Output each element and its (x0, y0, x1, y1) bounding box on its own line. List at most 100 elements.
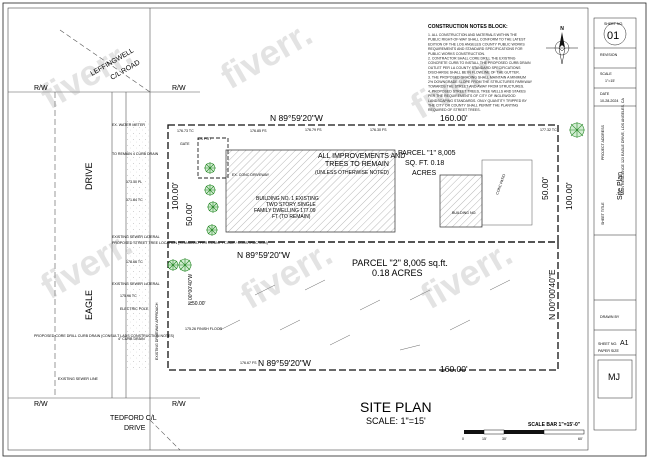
street-name-drive: DRIVE (84, 162, 94, 190)
note-line: REQUIREMENTS AND STANDARD SPECIFICATIONS… (428, 47, 523, 51)
tb-sheet-number: 01 (607, 30, 619, 42)
bearing-left: N 00°00'40"W (188, 274, 194, 305)
label-to-remain: TO REMAIN 4 CURB DRAIN (112, 152, 159, 156)
conc-patio (481, 159, 533, 226)
scale-tick-15: 15' (482, 437, 487, 441)
note-line: CONCRETE CURB TO INSTALL THE PROPOSED CU… (428, 61, 531, 65)
label-driveway-approach: EXISTING DRIVEWAY APPROACH (155, 302, 159, 360)
building-1-line-4: FT (TO REMAIN) (272, 214, 311, 220)
parcel-1-unit: ACRES (412, 170, 436, 177)
parcel-2-area: 0.18 ACRES (372, 268, 423, 278)
tb-sheet-label: SHEET NO. (604, 22, 623, 26)
tb-sheet-no-label: SHEET NO. (598, 342, 617, 346)
note-line: TOWARDS THE STREET AND AWAY FROM STRUCTU… (428, 85, 524, 89)
label-proposed-core: PROPOSED CORE DRILL CURB DRAIN (CONSULT … (34, 334, 174, 338)
improvements-3: (UNLESS OTHERWISE NOTED) (315, 170, 389, 176)
parcel-1-name: PARCEL "1" 8,005 (398, 150, 456, 157)
tb-date: DATE (600, 92, 610, 96)
building-1-line-3: FAMILY DWELLING 177.09 (254, 208, 316, 214)
note-line: REQUIRED OF STREET TREES. (428, 108, 481, 112)
improvements-1: ALL IMPROVEMENTS AND (318, 153, 405, 160)
drawing-border (7, 7, 589, 451)
dim-bottom: 160.00' (440, 364, 468, 374)
note-line: LANDSCAPING STANDARDS. ONLY QUANTITY TRI… (428, 99, 528, 103)
dim-left-mid: 50.00' (184, 203, 194, 226)
scale-bar (464, 429, 585, 435)
dim-left-lower: 50.00' (192, 301, 206, 307)
tb-paper: PAPER SIZE (598, 349, 620, 353)
spot-elevation: 176.73 TC (177, 129, 194, 133)
sheet-border (2, 2, 647, 457)
spot-elevation: 176.30 FS (370, 128, 387, 132)
dim-top: 160.00' (440, 113, 468, 123)
svg-text:fiverr.: fiverr. (234, 232, 339, 317)
note-line: DISCHARGE SHALL BE IN FLOWLINE OF THE GU… (428, 71, 520, 75)
rw-label-bl: R/W (34, 401, 48, 408)
tb-address: MAIN RESIDENCE 123 EAGLE DRIVE, LOS ANGE… (621, 98, 625, 195)
drawing-title: SITE PLAN (360, 399, 432, 415)
label-existing-sewer-2: EXISTING SEWER LATERAL (112, 282, 160, 286)
label-conc-driveway: EX. CONC DRIVEWAY (232, 173, 270, 177)
dim-right-upper: 50.00' (540, 177, 550, 200)
tb-scale: SCALE (600, 72, 612, 76)
parkway-area (126, 120, 150, 370)
grade-arrows (219, 279, 511, 351)
svg-text:N: N (560, 26, 564, 32)
note-line: 4. PROPOSED STREET TREES, TREE WELLS AND… (428, 89, 526, 93)
dim-left-upper: 100.00' (170, 182, 180, 210)
label-proposed-tree: PROPOSED STREET TREE LOCATION (STANDARD … (112, 241, 268, 245)
scale-bar-label: SCALE BAR 1"=15'-0" (528, 422, 581, 428)
notes-title: CONSTRUCTION NOTES BLOCK: (428, 24, 508, 30)
rw-label-tl: R/W (34, 85, 48, 92)
building-1 (225, 149, 396, 233)
tb-sheet-title-value: Site Plan (617, 172, 624, 200)
scale-tick-30: 30' (502, 437, 507, 441)
spot-elevation: 176.67 FS (240, 361, 257, 365)
note-line: THE CITY OR COUNTY SHALL PERMIT THE PLAN… (428, 104, 519, 108)
spot-elevation: 171.84 TC (126, 198, 143, 202)
dim-right-upper-2: 100.00' (564, 182, 574, 210)
scale-tick-60: 60' (578, 437, 583, 441)
spot-elevation: 176.79 FS (305, 128, 322, 132)
note-line: EDITION OF THE LOS ANGELES COUNTY PUBLIC… (428, 42, 525, 46)
svg-text:fiverr.: fiverr. (414, 232, 519, 317)
label-water-meter: EX. WATER METER (112, 123, 145, 127)
building-1-line-2: TWO STORY SINGLE (266, 202, 316, 208)
title-block (593, 17, 637, 431)
note-line: PER THE REQUIREMENTS OF CITY OF INGLEWOO… (428, 94, 516, 98)
tb-scale-value: 1"=15' (605, 79, 615, 83)
north-arrow: N (546, 26, 578, 65)
spot-elevation: 176.85 FS (250, 129, 267, 133)
spot-elevation: 173.30 FL (126, 180, 142, 184)
tb-drawn-value: MJ (608, 372, 620, 382)
note-line: 2. CONTRACTOR SHALL CORE DRILL THE EXIST… (428, 57, 516, 61)
svg-text:fiverr.: fiverr. (214, 12, 319, 97)
street-name-tedford-drive: DRIVE (124, 425, 146, 432)
label-gate: GATE (180, 142, 190, 146)
scale-tick-0: 0 (462, 437, 464, 441)
label-ds-pot: DS POT (198, 137, 212, 141)
building-1-line-1: BUILDING NO. 1 EXISTING (256, 196, 319, 202)
bearing-right: N 00°00'40"E (547, 269, 557, 320)
parcel-2-name: PARCEL "2" 8,005 sq.ft. (352, 258, 448, 268)
note-line: 2% DOWNGRADE SLOPE FROM THE STRUCTURES P… (428, 80, 533, 84)
note-line: PUBLIC RIGHT-OF-WAY SHALL CONFORM TO THE… (428, 38, 526, 42)
label-existing-sewer-line: EXISTING SEWER LINE (58, 377, 99, 381)
rw-label-tr: R/W (172, 85, 186, 92)
spot-elevation: 175.96 TC (120, 294, 137, 298)
existing-structure-outline (197, 137, 229, 179)
conc-patio-label: CONC PATIO (495, 173, 506, 195)
note-line: 3. THE PROPOSED GRADING SHALL MAINTAIN A… (428, 75, 526, 79)
bearing-middle: N 89°59'20"W (237, 250, 290, 260)
tb-date-value: 10-28-2024 (600, 99, 618, 103)
drawing-scale: SCALE: 1"=15' (366, 416, 426, 426)
bearing-bottom: N 89°59'20"W (258, 358, 311, 368)
tb-revision: REVISION (600, 53, 618, 57)
spot-elevation: 177.32 TC (540, 128, 557, 132)
note-line: PUBLIC WORKS CONSTRUCTION. (428, 52, 485, 56)
tb-project: PROJECT ADDRESS (601, 125, 605, 160)
parcel-1-area: SQ. FT. 0.18 (405, 160, 444, 167)
parcel-2-boundary (167, 241, 559, 371)
